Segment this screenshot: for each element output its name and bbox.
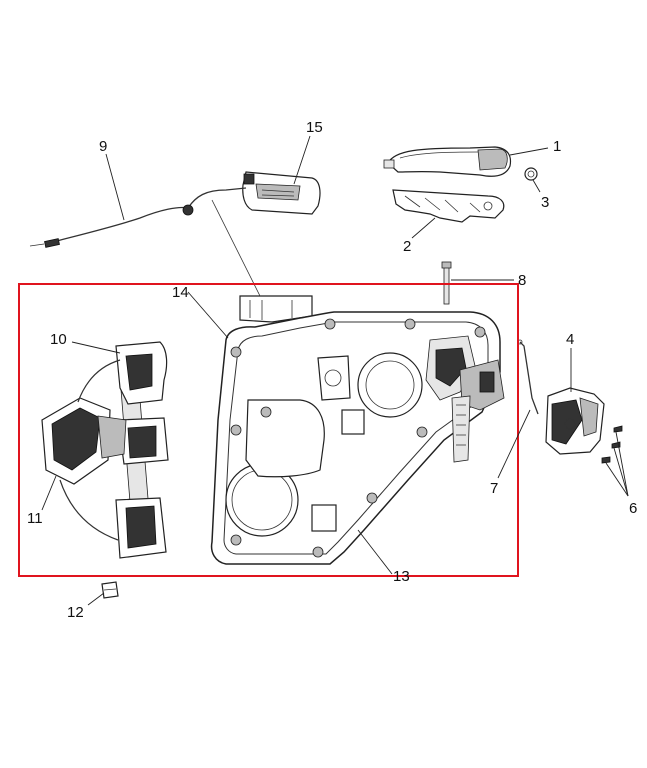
- callout-8: 8: [518, 272, 526, 289]
- callout-14: 14: [172, 284, 189, 301]
- callout-15: 15: [306, 119, 323, 136]
- part-cable-9: [29, 187, 247, 248]
- part-interior-handle: [242, 171, 321, 215]
- callout-7: 7: [490, 480, 498, 497]
- part-rod-7: [517, 339, 539, 415]
- callout-1: 1: [553, 138, 561, 155]
- part-window-regulator: [41, 341, 169, 559]
- part-exterior-handle: [383, 146, 512, 177]
- highlight-frame: [18, 283, 519, 577]
- callout-13: 13: [393, 568, 410, 585]
- callout-3: 3: [541, 194, 549, 211]
- leader-lines: [41, 135, 629, 606]
- callout-9: 9: [99, 138, 107, 155]
- part-screw-3: [524, 167, 538, 181]
- callout-12: 12: [67, 604, 84, 621]
- part-bolt-12: [101, 581, 119, 599]
- callout-11: 11: [27, 510, 43, 527]
- callout-2: 2: [403, 238, 411, 255]
- part-handle-bracket: [392, 189, 505, 223]
- callout-10: 10: [50, 331, 67, 348]
- part-screws-6: [601, 425, 623, 464]
- part-latch-actuator: [545, 387, 605, 455]
- part-latch-mechanism: [425, 335, 505, 463]
- part-upper-bracket-14: [239, 295, 313, 323]
- callout-4: 4: [566, 331, 574, 348]
- callout-6: 6: [629, 500, 637, 517]
